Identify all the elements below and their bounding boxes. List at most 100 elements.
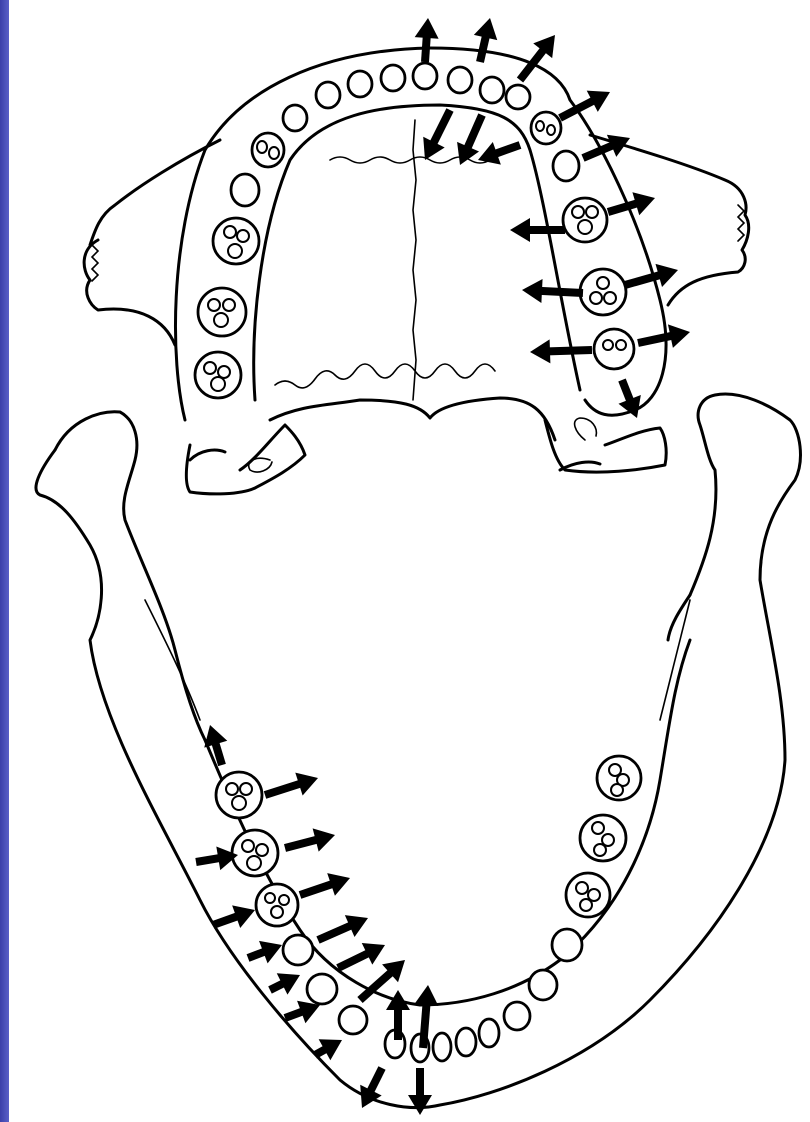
force-arrow-shaft [560,100,594,118]
force-arrow-head [530,339,550,363]
force-arrow-shaft [495,145,520,154]
upper-tooth-root [204,362,216,374]
upper-tooth-root [211,377,225,391]
right-pterygoid-hook [575,418,597,440]
lower-tooth-socket [339,1006,367,1034]
right-pterygoid-process [545,420,666,472]
lower-tooth-root [240,783,252,795]
force-arrow-shaft [338,953,369,968]
upper-tooth-root [616,340,626,350]
force-arrow [285,828,335,851]
lower-tooth-root [611,784,623,796]
upper-tooth-root [223,299,235,311]
upper-molar-socket [580,269,626,315]
maxilla-inner-arch [254,105,580,400]
force-arrow-shaft [213,916,238,925]
upper-tooth-root [257,141,267,153]
palate-transverse-suture-posterior [275,364,495,388]
lower-tooth-socket [552,929,582,961]
force-arrow-shaft [480,36,486,62]
force-arrow-shaft [425,36,427,62]
force-arrow-shaft [300,884,333,895]
lower-tooth-socket [504,1002,530,1030]
upper-tooth-root [572,206,584,218]
force-arrow-head [386,990,410,1010]
upper-tooth-socket [231,174,259,206]
force-arrow-shaft [215,742,222,765]
upper-tooth-root [603,340,613,350]
left-mylohyoid-line [145,600,200,720]
force-arrow-shaft [520,49,544,80]
force-arrow-shaft [548,350,592,351]
force-arrow-shaft [196,858,220,862]
upper-tooth-socket [381,65,405,91]
force-arrow-head [408,1095,432,1115]
upper-tooth-root [237,230,249,242]
force-arrow-shaft [370,1068,382,1092]
force-arrow [248,941,282,963]
force-arrow [478,142,520,165]
upper-tooth-root [269,147,279,159]
lower-tooth-socket [283,935,313,965]
lower-tooth-socket [307,974,337,1004]
upper-tooth-root [604,292,616,304]
force-arrow [204,725,227,765]
upper-tooth-root [224,226,236,238]
upper-tooth-root [228,244,242,258]
upper-molar-socket [198,288,246,336]
force-arrow [213,905,255,928]
lower-tooth-root [256,844,268,856]
force-arrow [285,1001,320,1023]
force-arrow [510,218,565,242]
force-arrow-shaft [622,380,630,401]
right-fracture-edge [738,205,744,241]
force-arrow-head [510,218,530,242]
upper-tooth-root [218,366,230,378]
force-arrow-shaft [433,110,450,144]
force-arrow [530,339,592,363]
force-arrow [300,873,350,896]
force-arrow-head [414,985,438,1006]
force-arrow-shaft [318,925,352,940]
force-arrow [522,279,583,303]
force-arrow [474,18,497,62]
lower-tooth-root [594,844,606,856]
force-arrows [196,18,690,1115]
lower-tooth-root [247,856,261,870]
upper-tooth-socket [283,105,307,131]
jaw-diagram [9,0,810,1122]
lower-tooth-socket [529,970,557,1000]
force-arrow-shaft [248,951,265,958]
force-arrow-head [474,18,497,40]
lower-tooth-root [592,822,604,834]
upper-tooth-root [208,299,220,311]
lower-tooth-root [226,783,238,795]
lower-tooth-root [232,796,246,810]
upper-tooth-socket [506,85,530,109]
upper-tooth-root [597,277,609,289]
force-arrow [415,18,439,62]
upper-tooth-socket [413,63,437,89]
upper-tooth-root [590,292,602,304]
maxilla [84,48,749,494]
force-arrow-shaft [608,203,638,212]
lower-tooth-socket [433,1033,451,1061]
upper-tooth-root [536,121,544,131]
lower-tooth-socket [479,1019,499,1047]
lower-tooth-root [265,893,275,903]
force-arrow-shaft [285,1011,303,1018]
force-arrow-head [313,828,335,851]
upper-tooth-socket [448,67,472,93]
force-arrow-shaft [265,783,301,795]
force-arrow-head [655,264,678,287]
force-arrow-shaft [540,291,583,293]
upper-tooth-root [578,220,592,234]
lower-tooth-root [271,906,283,918]
lower-tooth-root [576,882,588,894]
lower-tooth-socket [456,1028,476,1056]
left-pterygoid-hook [249,458,272,472]
force-arrow-head [668,324,690,347]
lower-tooth-root [580,899,592,911]
force-arrow-shaft [467,115,482,149]
force-arrow-head [522,279,543,303]
